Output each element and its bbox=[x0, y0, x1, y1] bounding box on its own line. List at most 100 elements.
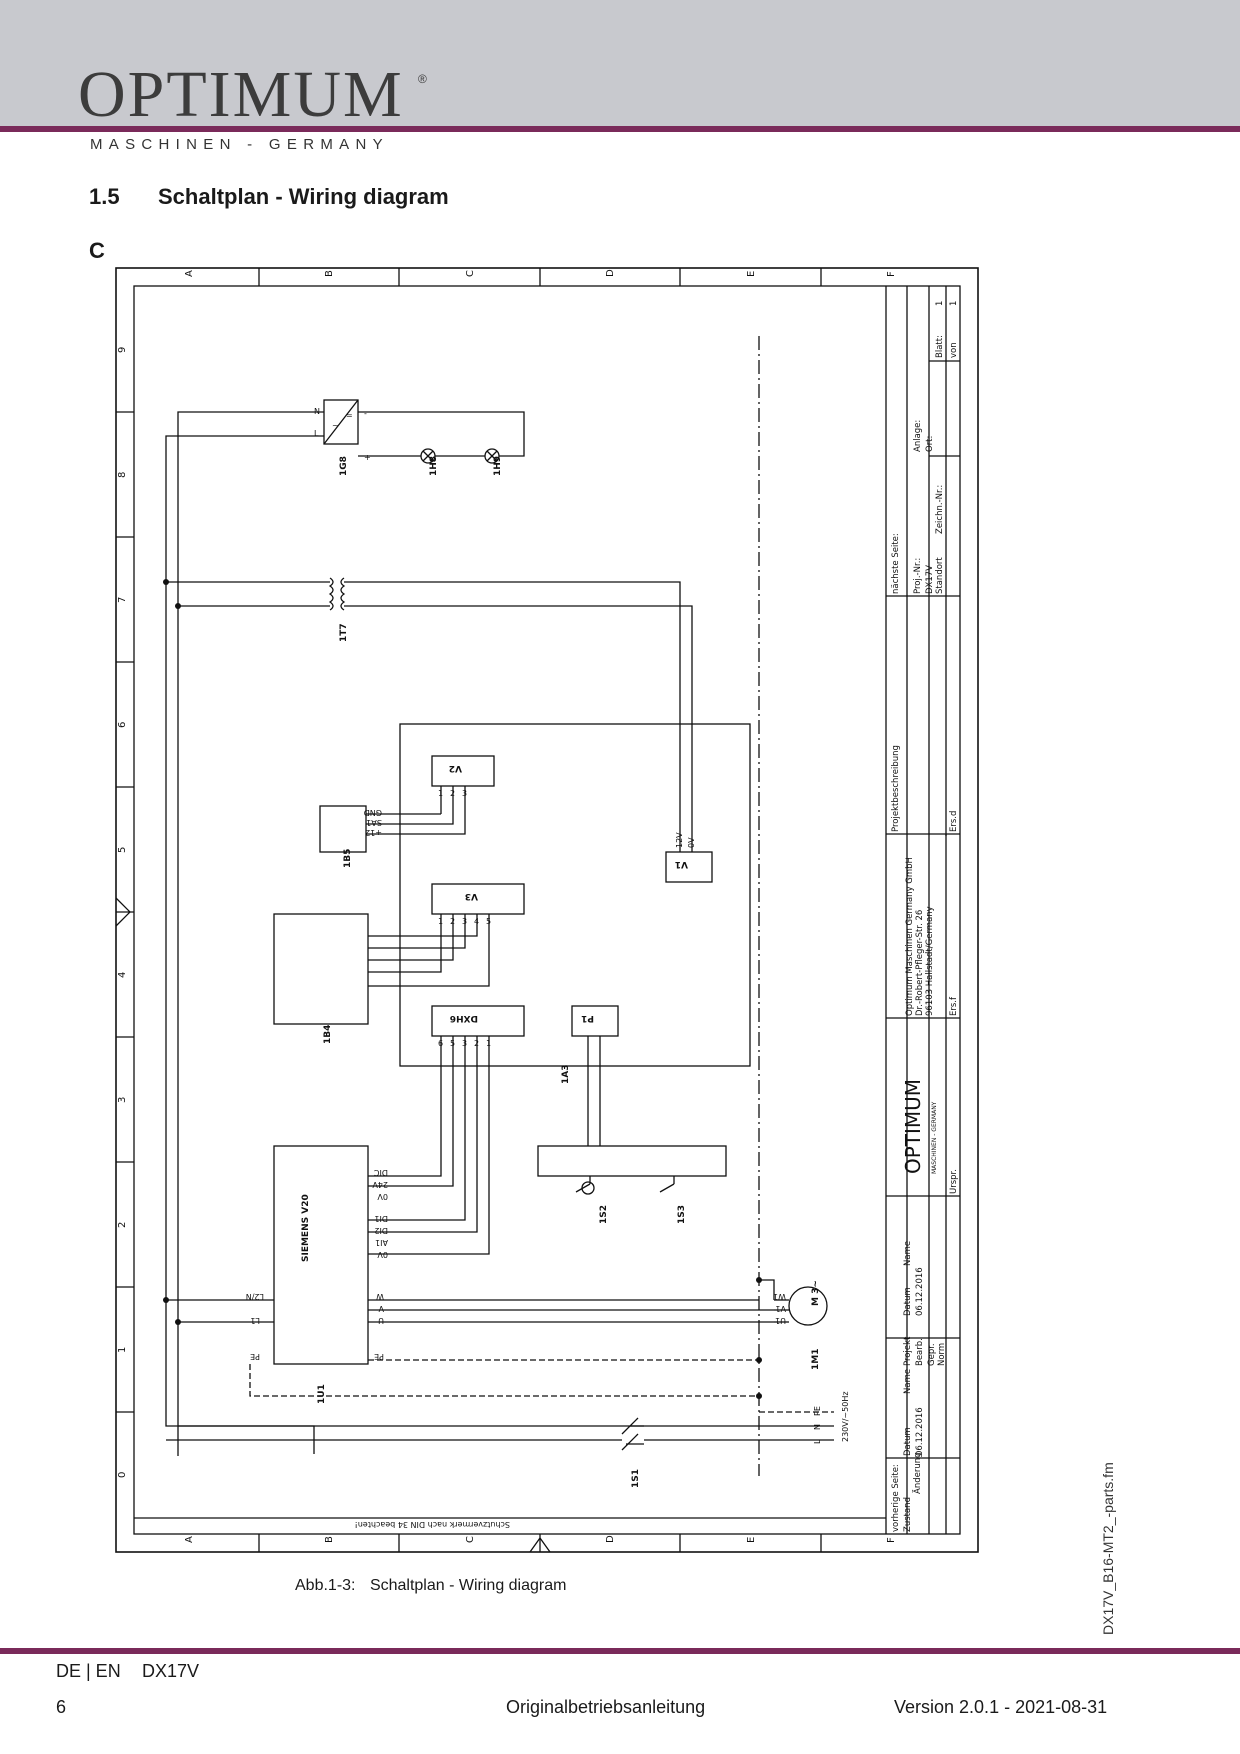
psu-l: L bbox=[314, 429, 319, 438]
col-d-top: D bbox=[605, 269, 616, 277]
col-c-top: C bbox=[465, 270, 476, 277]
dxh6-pin-2: 2 bbox=[474, 1039, 479, 1048]
tb-von: von bbox=[949, 342, 959, 358]
switch-1s2 bbox=[575, 1176, 595, 1195]
tb-gepr: Gepr. bbox=[927, 1343, 937, 1366]
label-1b5: 1B5 bbox=[343, 849, 353, 868]
section-number: 1.5 bbox=[89, 184, 120, 209]
transformer-1t7 bbox=[328, 577, 346, 611]
header-band bbox=[0, 0, 1240, 126]
center-marker-bottom bbox=[529, 1536, 551, 1553]
vfd-1u1 bbox=[273, 1145, 369, 1365]
vfd-term-0v-a: 0V bbox=[377, 1192, 388, 1201]
col-e-bottom: E bbox=[746, 1537, 757, 1543]
tb-proj-nr-label: Proj.-Nr.: bbox=[913, 558, 923, 594]
vfd-term-0v-b: 0V bbox=[377, 1250, 388, 1259]
tb-name1: Name bbox=[903, 1369, 913, 1394]
row-grid bbox=[116, 411, 134, 1413]
col-a-bottom: A bbox=[184, 1536, 195, 1543]
figure-caption-text: Schaltplan - Wiring diagram bbox=[369, 1577, 567, 1594]
psu-plus: + bbox=[364, 453, 371, 462]
v1-12v: 12V bbox=[675, 832, 684, 848]
footer-rule bbox=[0, 1648, 1240, 1654]
wiring-diagram bbox=[115, 267, 979, 1553]
row-0: 0 bbox=[117, 1472, 128, 1478]
tb-blatt-num: 1 bbox=[935, 301, 945, 306]
row-7: 7 bbox=[117, 597, 128, 603]
tb-logo-sub: MASCHINEN - GERMANY bbox=[931, 1101, 938, 1174]
label-v2: V2 bbox=[449, 763, 462, 773]
motor-1m1 bbox=[788, 1286, 828, 1326]
v2-pin-1: 1 bbox=[438, 789, 443, 798]
tb-blatt: Blatt: bbox=[935, 335, 945, 358]
footer-version: Version 2.0.1 - 2021-08-31 bbox=[894, 1697, 1108, 1717]
motor-v1: V1 bbox=[775, 1304, 786, 1313]
v3-pin-2: 2 bbox=[450, 917, 455, 926]
connector-v1 bbox=[665, 851, 713, 883]
connector-dxh6 bbox=[431, 1005, 525, 1037]
mains-pe: PE bbox=[813, 1406, 822, 1416]
module-1b4 bbox=[273, 913, 369, 1025]
col-b-bottom: B bbox=[324, 1536, 335, 1543]
tb-urspr: Urspr. bbox=[949, 1169, 959, 1194]
tb-anlage: Anlage: bbox=[913, 420, 923, 452]
label-1u1: 1U1 bbox=[317, 1384, 327, 1404]
connector-p1 bbox=[571, 1005, 619, 1037]
diagram-inner-frame bbox=[133, 285, 961, 1535]
vfd-term-dic: DIC bbox=[373, 1168, 388, 1177]
v3-pin-4: 4 bbox=[474, 917, 479, 926]
tb-next-page: nächste Seite: bbox=[891, 533, 901, 594]
label-1t7: 1T7 bbox=[339, 623, 349, 642]
label-v1: V1 bbox=[675, 859, 688, 869]
tb-company-1: Optimum Maschinen Germany GmbH bbox=[905, 857, 915, 1016]
header-rule bbox=[0, 126, 1240, 132]
col-c-bottom: C bbox=[465, 1536, 476, 1543]
label-1g8: 1G8 bbox=[339, 456, 349, 476]
vfd-out-v: V bbox=[378, 1304, 384, 1313]
vfd-l1: L1 bbox=[250, 1316, 260, 1325]
col-d-bottom: D bbox=[605, 1535, 616, 1543]
vfd-out-w: W bbox=[376, 1292, 384, 1301]
main-switch-1s1 bbox=[621, 1417, 644, 1451]
brand-subtitle: MASCHINEN - GERMANY bbox=[90, 136, 389, 153]
dxh6-pin-6: 6 bbox=[438, 1039, 443, 1048]
tb-standort: Standort bbox=[935, 557, 945, 594]
row-8: 8 bbox=[117, 472, 128, 478]
side-file-name: DX17V_B16-MT2_-parts.fm bbox=[1100, 1462, 1116, 1635]
dxh6-pin-3: 3 bbox=[462, 1039, 467, 1048]
label-1m1: 1M1 bbox=[811, 1349, 821, 1370]
tb-name2: Name bbox=[903, 1241, 913, 1266]
v3-pin-1: 1 bbox=[438, 917, 443, 926]
switch-1s3 bbox=[659, 1176, 675, 1193]
figure-caption: Abb.1-3: Schaltplan - Wiring diagram bbox=[295, 1577, 566, 1595]
sensor-gnd: GND bbox=[364, 808, 382, 817]
label-p1: P1 bbox=[581, 1013, 594, 1023]
label-1s2: 1S2 bbox=[599, 1205, 609, 1224]
tb-company-3: 96103 Hallstadt/Germany bbox=[925, 906, 935, 1016]
section-title: Schaltplan - Wiring diagram bbox=[158, 184, 449, 209]
mains-l: L bbox=[813, 1439, 822, 1444]
row-5: 5 bbox=[117, 847, 128, 853]
label-1h9: 1H9 bbox=[493, 456, 503, 476]
label-1b4: 1B4 bbox=[323, 1025, 333, 1044]
psu-1g8 bbox=[323, 399, 359, 445]
tb-datum2: Datum bbox=[903, 1287, 913, 1316]
vfd-out-u: U bbox=[378, 1316, 384, 1325]
diagram-outer-frame bbox=[115, 267, 979, 1553]
dxh6-pin-1: 1 bbox=[486, 1039, 491, 1048]
tb-bearb: Bearb. bbox=[915, 1338, 925, 1366]
row-3: 3 bbox=[117, 1097, 128, 1103]
label-dxh6: DXH6 bbox=[450, 1013, 478, 1023]
sensor-sa1: SA1 bbox=[366, 818, 382, 827]
tb-von-num: 1 bbox=[949, 301, 959, 306]
psu-minus: - bbox=[364, 409, 367, 418]
tb-zeichn-nr: Zeichn.-Nr.: bbox=[935, 485, 945, 534]
row-2: 2 bbox=[117, 1222, 128, 1228]
tb-projekt: Projekt bbox=[903, 1336, 913, 1366]
connector-v2 bbox=[431, 755, 495, 787]
tb-logo: OPTIMUM bbox=[901, 1079, 925, 1174]
vfd-pe-in: PE bbox=[250, 1352, 260, 1361]
col-f-bottom: F bbox=[886, 1537, 897, 1543]
vfd-l2n: L2/N bbox=[246, 1292, 264, 1301]
diagram-labels: A B C D E F A B C D E F 9 8 7 6 5 4 3 2 … bbox=[117, 269, 959, 1543]
